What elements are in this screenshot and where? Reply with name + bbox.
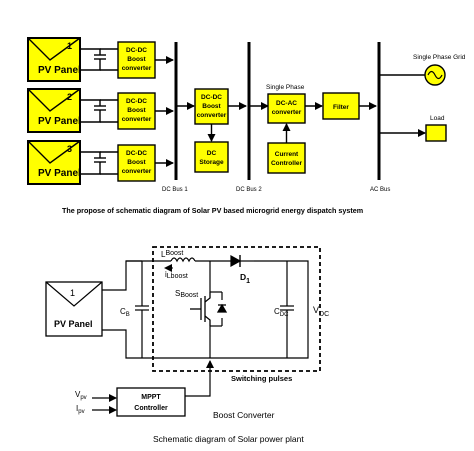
- boost-label: Boost: [127, 159, 146, 166]
- boost-converter-3: DC-DC Boost converter: [117, 144, 156, 182]
- boost-label: converter: [122, 168, 152, 175]
- d1-label: D1: [240, 272, 250, 285]
- grid-label: Single Phase Grid: [413, 54, 466, 61]
- grid-source-icon: [424, 64, 446, 86]
- svg-text:DC: DC: [207, 150, 217, 157]
- svg-text:Storage: Storage: [199, 159, 224, 166]
- boost-converter-center: DC-DC Boost converter: [194, 88, 229, 125]
- boost-label: DC-DC: [126, 98, 147, 105]
- svg-text:1: 1: [70, 288, 75, 298]
- boost-converter-boundary: [152, 246, 321, 372]
- boost-converter-schematic: 1 PV Panel: [45, 246, 321, 417]
- ac-bus-label: AC Bus: [370, 187, 390, 193]
- current-controller: Current Controller: [267, 142, 306, 174]
- dc-ac-converter: DC-AC converter: [267, 93, 306, 124]
- svg-text:PV Panel: PV Panel: [54, 319, 93, 329]
- pv-panel-2: 2 PV Panel: [27, 88, 81, 133]
- boost-label: Boost: [127, 107, 146, 114]
- boost-converter-label: Boost Converter: [213, 410, 275, 420]
- svg-text:MPPT: MPPT: [141, 394, 161, 401]
- sboost-label: SBoost: [175, 289, 198, 299]
- dc-bus-2-label: DC Bus 2: [236, 187, 262, 193]
- dc-storage: DC Storage: [194, 141, 229, 173]
- vpv-label: Vpv: [75, 390, 87, 401]
- pv-panel-label: PV Panel: [38, 65, 81, 76]
- boost-label: converter: [122, 65, 152, 72]
- dc-bus-1-label: DC Bus 1: [162, 187, 188, 193]
- svg-text:Boost: Boost: [202, 103, 221, 110]
- schematic-wiring: [102, 254, 309, 359]
- boost-converter-2: DC-DC Boost converter: [117, 92, 156, 130]
- panel-wiring: [80, 48, 118, 175]
- lboost-label: LBoost: [161, 250, 183, 259]
- igbt-switch-icon: [190, 292, 228, 326]
- bus1-arrows: [155, 56, 174, 167]
- cdc-label: CDC: [274, 307, 289, 318]
- pv-panel-label: PV Panel: [38, 116, 81, 127]
- pv-panel-number: 1: [67, 41, 72, 51]
- svg-text:Controller: Controller: [134, 405, 168, 412]
- load-label: Load: [430, 115, 445, 122]
- svg-text:DC-AC: DC-AC: [276, 100, 297, 107]
- boost-label: DC-DC: [126, 150, 147, 157]
- boost-converter-1: DC-DC Boost converter: [117, 41, 156, 79]
- svg-text:DC-DC: DC-DC: [201, 94, 222, 101]
- single-phase-label: Single Phase: [266, 84, 305, 91]
- boost-label: Boost: [127, 56, 146, 63]
- svg-text:Current: Current: [275, 151, 299, 158]
- svg-text:Controller: Controller: [271, 160, 303, 167]
- pv-panel-number: 2: [67, 92, 72, 102]
- svg-text:converter: converter: [272, 109, 302, 116]
- filter-block: Filter: [322, 92, 360, 120]
- ilboost-label: iLboost: [165, 270, 188, 280]
- pv-panel-single: 1 PV Panel: [45, 281, 103, 337]
- svg-text:Filter: Filter: [333, 104, 349, 111]
- cb-label: CB: [120, 307, 130, 318]
- caption-2: Schematic diagram of Solar power plant: [153, 434, 304, 444]
- caption-1: The propose of schematic diagram of Sola…: [62, 206, 363, 215]
- mppt-controller: MPPT Controller: [116, 387, 186, 417]
- load-box: [425, 124, 447, 142]
- svg-text:converter: converter: [197, 112, 227, 119]
- switching-pulses-label: Switching pulses: [231, 374, 292, 383]
- microgrid-diagram: 1 PV Panel 2 PV Panel 3 PV Panel: [27, 37, 466, 193]
- pv-panel-number: 3: [67, 144, 72, 154]
- pv-panel-3: 3 PV Panel: [27, 140, 81, 185]
- ipv-label: Ipv: [76, 404, 85, 415]
- boost-label: DC-DC: [126, 47, 147, 54]
- boost-label: converter: [122, 116, 152, 123]
- schematic-labels: CB LBoost iLboost D1 SBoost CDC VDC Swit…: [75, 250, 329, 444]
- pv-panel-1: 1 PV Panel: [27, 37, 81, 82]
- pv-panel-label: PV Panel: [38, 168, 81, 179]
- vdc-label: VDC: [313, 305, 329, 318]
